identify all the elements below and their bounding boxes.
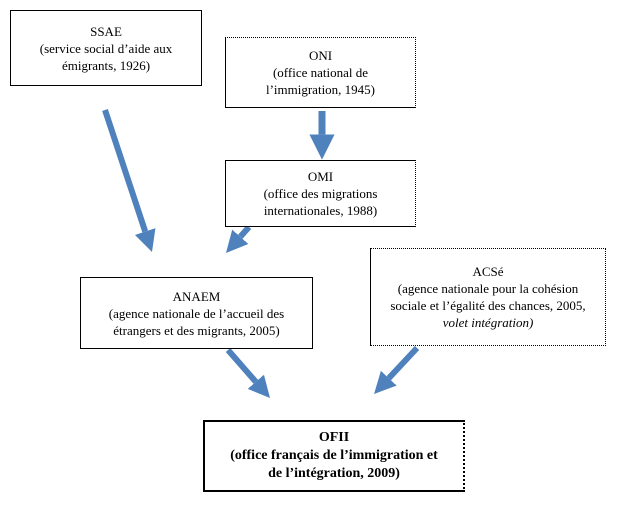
- arrow-anaem-to-ofii: [225, 348, 271, 399]
- box-oni-line1: (office national de: [272, 65, 369, 80]
- box-acse: ACSé (agence nationale pour la cohésion …: [370, 248, 606, 346]
- arrow-ssae-to-anaem: [102, 109, 156, 253]
- box-ofii-line2: de l’intégration, 2009): [268, 466, 400, 481]
- box-acse-line3: volet intégration): [442, 315, 534, 330]
- box-oni: ONI (office national de l’immigration, 1…: [225, 37, 416, 108]
- box-omi-line2: internationales, 1988): [263, 203, 378, 218]
- box-oni-line2: l’immigration, 1945): [265, 82, 376, 97]
- box-ssae-line2: émigrants, 1926): [61, 57, 151, 73]
- box-acse-line2: sociale et l’égalité des chances, 2005,: [390, 298, 586, 313]
- box-ssae-line1: (service social d’aide aux: [39, 40, 173, 56]
- box-anaem: ANAEM (agence nationale de l’accueil des…: [80, 277, 313, 349]
- arrow-acse-to-ofii: [374, 345, 420, 394]
- box-acse-line1: (agence nationale pour la cohésion: [397, 281, 579, 296]
- box-anaem-line1: (agence nationale de l’accueil des: [108, 305, 285, 321]
- box-omi-line1: (office des migrations: [263, 186, 378, 201]
- box-oni-title: ONI: [308, 48, 333, 63]
- box-omi: OMI (office des migrations international…: [225, 160, 416, 227]
- box-ssae-title: SSAE: [90, 23, 122, 39]
- box-ofii-title: OFII: [318, 430, 350, 445]
- box-omi-title: OMI: [307, 169, 334, 184]
- box-anaem-title: ANAEM: [172, 288, 221, 304]
- box-acse-title: ACSé: [472, 264, 504, 279]
- box-ofii: OFII (office français de l’immigration e…: [203, 420, 465, 492]
- arrow-omi-to-anaem: [225, 225, 252, 253]
- box-ssae: SSAE (service social d’aide aux émigrant…: [10, 10, 202, 86]
- box-ofii-line1: (office français de l’immigration et: [230, 448, 438, 463]
- box-anaem-line2: étrangers et des migrants, 2005): [113, 322, 280, 338]
